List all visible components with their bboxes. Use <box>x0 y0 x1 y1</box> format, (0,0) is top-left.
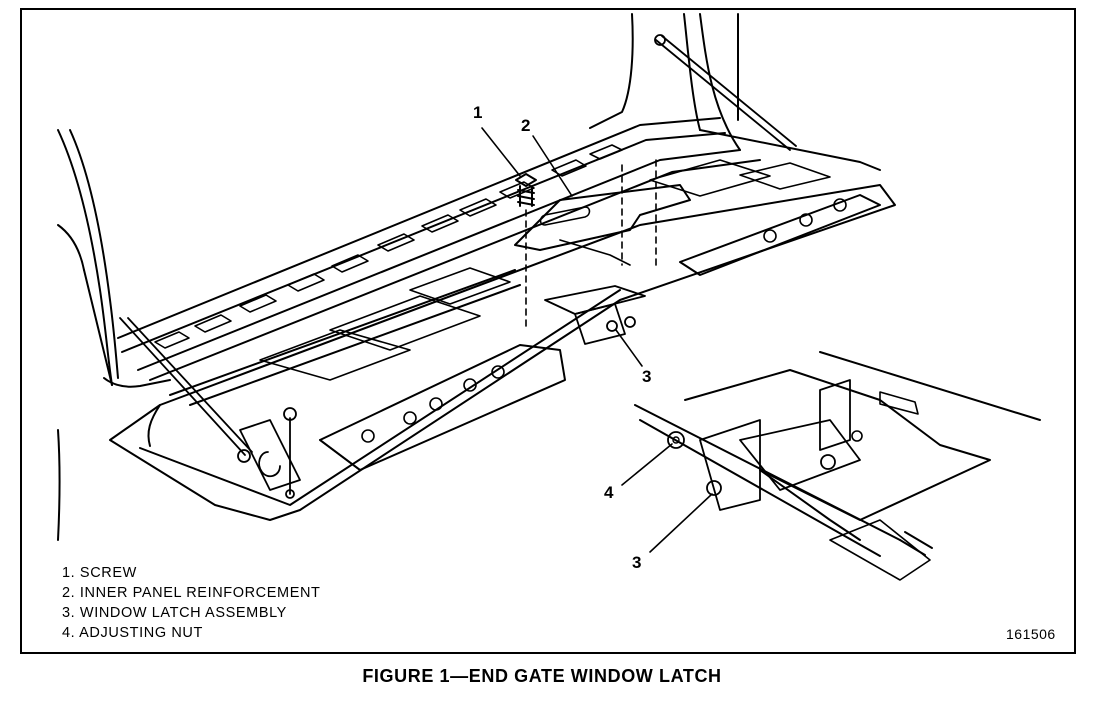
support-cable <box>119 34 797 463</box>
left-latch-assembly <box>239 407 301 499</box>
callout-screw: 1 <box>473 103 483 122</box>
latch-detail-view <box>634 351 1041 581</box>
diagram-frame <box>20 8 1076 654</box>
vehicle-body-right <box>589 13 881 171</box>
figure-caption: FIGURE 1—END GATE WINDOW LATCH <box>362 666 722 686</box>
figure-number: 161506 <box>1006 626 1056 642</box>
end-gate-inner-panel <box>109 159 896 521</box>
legend-item: 3. WINDOW LATCH ASSEMBLY <box>62 605 287 621</box>
leader-lines <box>481 127 713 553</box>
callout-window-latch-assembly-main: 3 <box>642 367 652 386</box>
callout-inner-panel-reinforcement: 2 <box>521 116 531 135</box>
screw <box>515 173 537 331</box>
vehicle-body-left <box>57 129 171 541</box>
inner-panel-reinforcement <box>514 159 691 271</box>
legend-item: 2. INNER PANEL REINFORCEMENT <box>62 585 321 601</box>
legend-item: 4. ADJUSTING NUT <box>62 625 203 641</box>
legend-item: 1. SCREW <box>62 565 137 581</box>
callout-window-latch-assembly-detail: 3 <box>632 553 642 572</box>
callout-adjusting-nut: 4 <box>604 483 614 502</box>
parts-legend: 1. SCREW 2. INNER PANEL REINFORCEMENT 3.… <box>62 563 321 643</box>
end-gate-top-rail <box>117 117 761 381</box>
window-latch-assembly-main <box>544 285 646 345</box>
